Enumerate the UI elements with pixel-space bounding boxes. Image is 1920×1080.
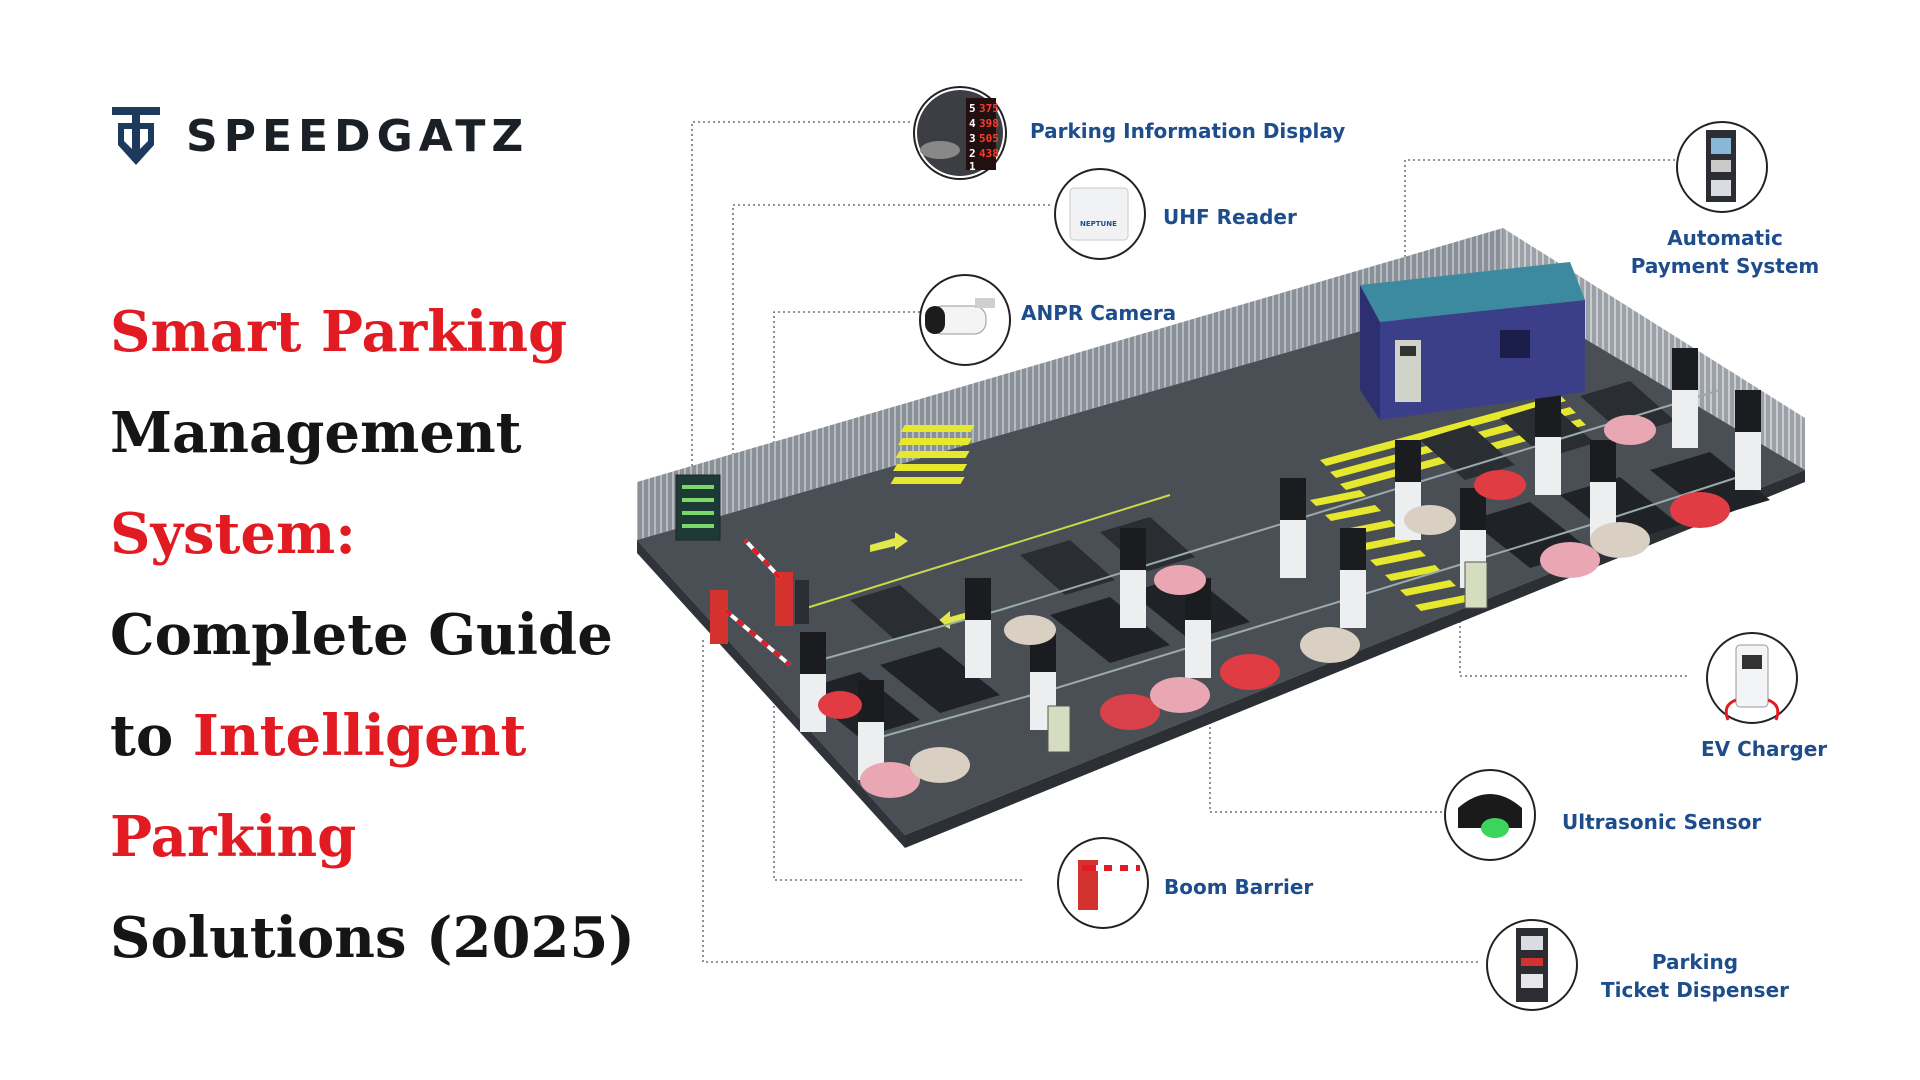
label-uhf-reader: UHF Reader <box>1163 205 1297 229</box>
label-line: Parking <box>1651 950 1739 974</box>
brand-name: SPEEDGATZ <box>186 110 530 162</box>
parking-information-display-badge: 5 375 4 398 3 505 2 438 1 <box>913 86 1007 180</box>
title-line-7: Solutions (2025) <box>110 888 635 989</box>
brand-logo: SPEEDGATZ <box>110 104 529 168</box>
boom-barrier-badge <box>1057 837 1149 929</box>
title-segment: Smart Parking <box>110 299 568 365</box>
label-boom-barrier: Boom Barrier <box>1164 875 1314 899</box>
parking-lot-diagram: 5 375 4 398 3 505 2 438 1 NEPTUNE <box>637 86 1805 1011</box>
title-segment: Parking <box>110 804 357 870</box>
title-line-3: System: <box>110 484 635 585</box>
label-parking-information-display: Parking Information Display <box>1030 119 1346 143</box>
ev-charger-unit <box>1047 705 1071 753</box>
pillars <box>800 348 1761 780</box>
display-level: 5 <box>969 102 976 115</box>
ev-charger-badge <box>1706 632 1798 724</box>
payment-booth <box>1360 262 1585 420</box>
parking-ticket-dispenser-badge <box>1486 919 1578 1011</box>
display-count: 438 <box>979 147 999 160</box>
title-segment: Management <box>110 400 522 466</box>
title-line-6: Parking <box>110 787 635 888</box>
display-level: 3 <box>969 132 976 145</box>
title-segment: Intelligent <box>192 703 527 769</box>
label-line: Payment System <box>1630 254 1820 278</box>
back-wall <box>637 228 1503 540</box>
automatic-payment-system-badge <box>1676 121 1768 213</box>
label-line: Automatic <box>1667 226 1783 250</box>
display-level: 1 <box>969 160 976 173</box>
title-line-4: Complete Guide <box>110 585 635 686</box>
title-segment: Complete Guide <box>110 602 613 668</box>
floor-edge-left <box>637 540 905 848</box>
title-line-2: Management <box>110 383 635 484</box>
display-level: 4 <box>969 117 976 130</box>
title-segment: to <box>110 703 193 769</box>
label-ultrasonic-sensor: Ultrasonic Sensor <box>1562 810 1762 834</box>
display-count: 398 <box>979 117 999 130</box>
display-count: 505 <box>979 132 999 145</box>
label-anpr-camera: ANPR Camera <box>1021 301 1177 325</box>
ev-charger-unit <box>1464 561 1488 609</box>
label-ev-charger: EV Charger <box>1701 737 1828 761</box>
anpr-camera-badge <box>919 274 1011 366</box>
parking-floor <box>637 290 1805 835</box>
speedgatz-logo-icon <box>112 107 160 165</box>
ultrasonic-sensor-badge <box>1444 769 1536 861</box>
title-line-1: Smart Parking <box>110 282 635 383</box>
display-level: 2 <box>969 147 976 160</box>
cable-rail-2 <box>869 469 1761 741</box>
uhf-brand-label: NEPTUNE <box>1080 220 1117 228</box>
label-automatic-payment-system: Automatic Payment System <box>1620 224 1830 280</box>
parked-cars <box>818 415 1730 798</box>
title-line-5: to Intelligent <box>110 686 635 787</box>
label-line: Ticket Dispenser <box>1600 978 1790 1002</box>
wall-display-board <box>675 474 721 541</box>
title-segment: System: <box>110 501 356 567</box>
uhf-reader-badge: NEPTUNE <box>1054 168 1146 260</box>
page-title: Smart Parking Management System: Complet… <box>110 282 635 989</box>
display-count: 375 <box>979 102 999 115</box>
title-segment: Solutions (2025) <box>110 905 635 971</box>
entry-barriers <box>710 538 809 667</box>
label-parking-ticket-dispenser: Parking Ticket Dispenser <box>1585 948 1805 1004</box>
